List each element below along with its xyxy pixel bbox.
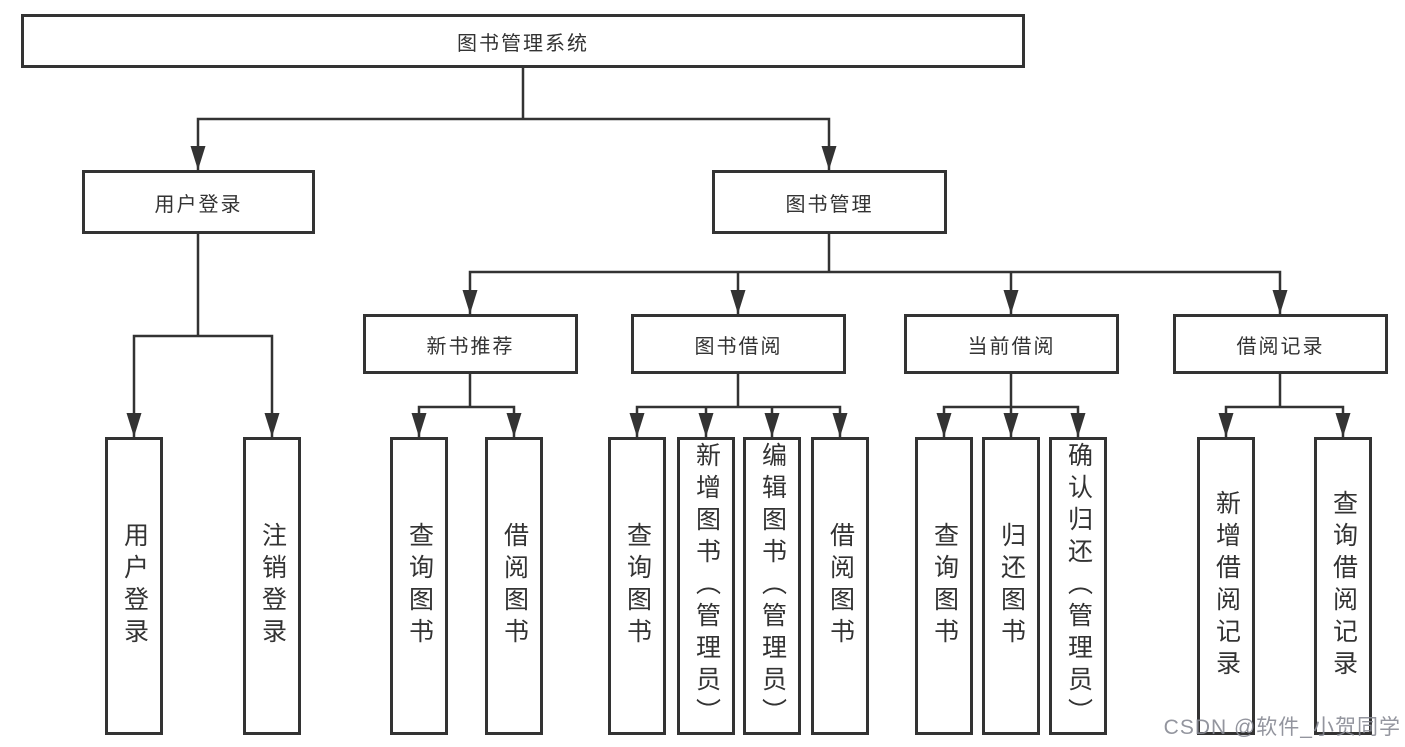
node-label: 注销登录: [258, 522, 287, 650]
node-label: 图书管理系统: [457, 32, 589, 55]
leaf-edit-books-admin: 编辑图书（管理员）: [743, 437, 801, 735]
csdn-watermark: CSDN @软件_小贺同学: [1163, 716, 1401, 739]
arrowhead: [1335, 413, 1351, 437]
node-label: 借阅图书: [826, 522, 855, 650]
leaf-return-books: 归还图书: [982, 437, 1040, 735]
arrowhead: [126, 413, 142, 437]
arrowhead: [764, 413, 780, 437]
connector-user-login-branch: [132, 334, 274, 437]
arrowhead: [190, 146, 206, 170]
node-label: 当前借阅: [967, 335, 1056, 358]
node-label: 图书借阅: [694, 335, 783, 358]
leaf-query-borrow-record: 查询借阅记录: [1314, 437, 1372, 735]
node-new-book-recommend: 新书推荐: [363, 314, 578, 374]
arrowhead: [730, 290, 746, 314]
leaf-add-books-admin: 新增图书（管理员）: [677, 437, 735, 735]
arrowhead: [411, 413, 427, 437]
connector-new-book-branch: [417, 405, 516, 437]
arrowhead: [1003, 290, 1019, 314]
leaf-confirm-return-admin: 确认归还（管理员）: [1049, 437, 1107, 735]
node-book-borrow: 图书借阅: [631, 314, 846, 374]
leaf-query-books-borrow: 查询图书: [608, 437, 666, 735]
node-label: 编辑图书（管理员）: [758, 442, 787, 730]
node-current-borrow: 当前借阅: [904, 314, 1119, 374]
arrowhead: [821, 146, 837, 170]
arrowhead: [264, 413, 280, 437]
node-label: 用户登录: [154, 193, 243, 216]
node-label: 查询图书: [405, 522, 434, 650]
leaf-logout: 注销登录: [243, 437, 301, 735]
leaf-user-login: 用户登录: [105, 437, 163, 735]
arrowhead: [506, 413, 522, 437]
leaf-borrow-books-recommend: 借阅图书: [485, 437, 543, 735]
node-label: 归还图书: [997, 522, 1026, 650]
node-label: 查询借阅记录: [1329, 490, 1358, 682]
arrowhead: [936, 413, 952, 437]
node-label: 图书管理: [785, 193, 874, 216]
node-borrow-records: 借阅记录: [1173, 314, 1388, 374]
node-label: 新增借阅记录: [1212, 490, 1241, 682]
leaf-query-books-recommend: 查询图书: [390, 437, 448, 735]
node-label: 新书推荐: [426, 335, 515, 358]
leaf-borrow-books: 借阅图书: [811, 437, 869, 735]
arrowhead: [1070, 413, 1086, 437]
leaf-query-books-current: 查询图书: [915, 437, 973, 735]
arrowhead: [832, 413, 848, 437]
node-label: 借阅图书: [500, 522, 529, 650]
arrowhead: [698, 413, 714, 437]
node-label: 查询图书: [623, 522, 652, 650]
node-label: 确认归还（管理员）: [1064, 442, 1093, 730]
connector-book-mgmt-branch: [468, 270, 1282, 314]
node-label: 新增图书（管理员）: [692, 442, 721, 730]
arrowhead: [1003, 413, 1019, 437]
node-root-library-system: 图书管理系统: [21, 14, 1025, 68]
arrowhead: [462, 290, 478, 314]
node-label: 用户登录: [120, 522, 149, 650]
node-label: 查询图书: [930, 522, 959, 650]
connector-book-borrow-branch: [635, 405, 842, 437]
connector-root-branch: [196, 117, 831, 170]
node-book-management: 图书管理: [712, 170, 947, 234]
connector-borrow-records-branch: [1224, 405, 1345, 437]
arrowhead: [1218, 413, 1234, 437]
node-label: 借阅记录: [1236, 335, 1325, 358]
leaf-add-borrow-record: 新增借阅记录: [1197, 437, 1255, 735]
node-user-login: 用户登录: [82, 170, 315, 234]
arrowhead: [1272, 290, 1288, 314]
arrowhead: [629, 413, 645, 437]
